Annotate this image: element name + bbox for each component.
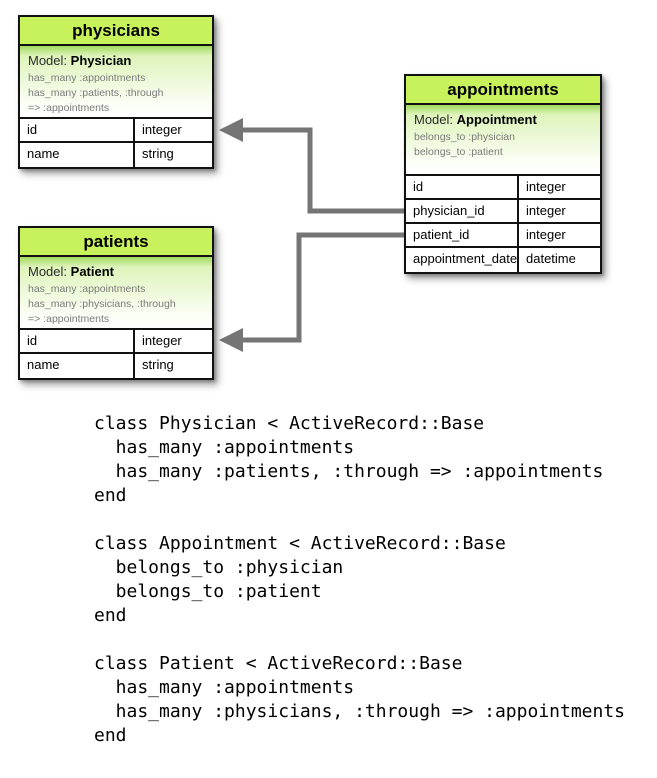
- table-row: id integer: [20, 330, 212, 354]
- ruby-code-listing: class Physician < ActiveRecord::Base has…: [94, 412, 625, 748]
- table-patients-model-section: Model: Patient has_many :appointments ha…: [20, 257, 212, 330]
- table-appointments-model-section: Model: Appointment belongs_to :physician…: [406, 105, 600, 176]
- code-block-appointment-model: class Appointment < ActiveRecord::Base b…: [94, 533, 506, 626]
- column-name: id: [20, 330, 135, 352]
- column-name: name: [20, 354, 135, 378]
- relations-layer: [219, 118, 404, 352]
- association-line: has_many :appointments: [28, 72, 146, 84]
- table-row: id integer: [406, 176, 600, 200]
- table-row: appointment_date datetime: [406, 248, 600, 272]
- table-row: name string: [20, 354, 212, 378]
- relation-appointments-patients: [219, 232, 404, 352]
- arrowhead-to-physicians: [219, 118, 243, 142]
- column-name: id: [20, 119, 135, 141]
- relation-appointments-physicians: [219, 118, 404, 214]
- association-line: => :appointments: [28, 102, 110, 114]
- column-name: id: [406, 176, 519, 198]
- column-type: integer: [526, 227, 566, 242]
- column-type: integer: [526, 179, 566, 194]
- code-block-physician-model: class Physician < ActiveRecord::Base has…: [94, 413, 604, 506]
- model-name: Appointment: [456, 112, 537, 127]
- association-line: has_many :patients, :through: [28, 87, 164, 99]
- column-name: physician_id: [406, 200, 519, 222]
- column-name: appointment_date: [406, 248, 519, 272]
- table-appointments-title: appointments: [406, 76, 600, 105]
- table-physicians-model-section: Model: Physician has_many :appointments …: [20, 46, 212, 119]
- table-patients-title: patients: [20, 228, 212, 257]
- column-type: string: [142, 357, 174, 372]
- table-row: id integer: [20, 119, 212, 143]
- table-row: name string: [20, 143, 212, 167]
- column-type: integer: [142, 333, 182, 348]
- table-row: physician_id integer: [406, 200, 600, 224]
- model-label: Model:: [28, 53, 68, 68]
- column-type: datetime: [526, 251, 576, 266]
- arrowhead-to-patients: [219, 328, 243, 352]
- table-appointments: appointments Model: Appointment belongs_…: [404, 74, 602, 274]
- code-block-patient-model: class Patient < ActiveRecord::Base has_m…: [94, 653, 626, 746]
- column-type: string: [142, 146, 174, 161]
- model-line: Model: Physician: [28, 53, 204, 68]
- model-label: Model:: [28, 264, 68, 279]
- association-line: has_many :appointments: [28, 283, 146, 295]
- column-type: integer: [526, 203, 566, 218]
- table-row: patient_id integer: [406, 224, 600, 248]
- model-label: Model:: [414, 112, 454, 127]
- association-line: => :appointments: [28, 313, 110, 325]
- column-type: integer: [142, 122, 182, 137]
- model-name: Physician: [70, 53, 132, 68]
- table-physicians-title: physicians: [20, 17, 212, 46]
- association-line: belongs_to :physician: [414, 131, 515, 143]
- model-name: Patient: [70, 264, 114, 279]
- model-line: Model: Patient: [28, 264, 204, 279]
- association-line: has_many :physicians, :through: [28, 298, 176, 310]
- table-patients: patients Model: Patient has_many :appoin…: [18, 226, 214, 380]
- association-line: belongs_to :patient: [414, 146, 503, 158]
- column-name: patient_id: [406, 224, 519, 246]
- model-line: Model: Appointment: [414, 112, 592, 127]
- table-physicians: physicians Model: Physician has_many :ap…: [18, 15, 214, 169]
- column-name: name: [20, 143, 135, 167]
